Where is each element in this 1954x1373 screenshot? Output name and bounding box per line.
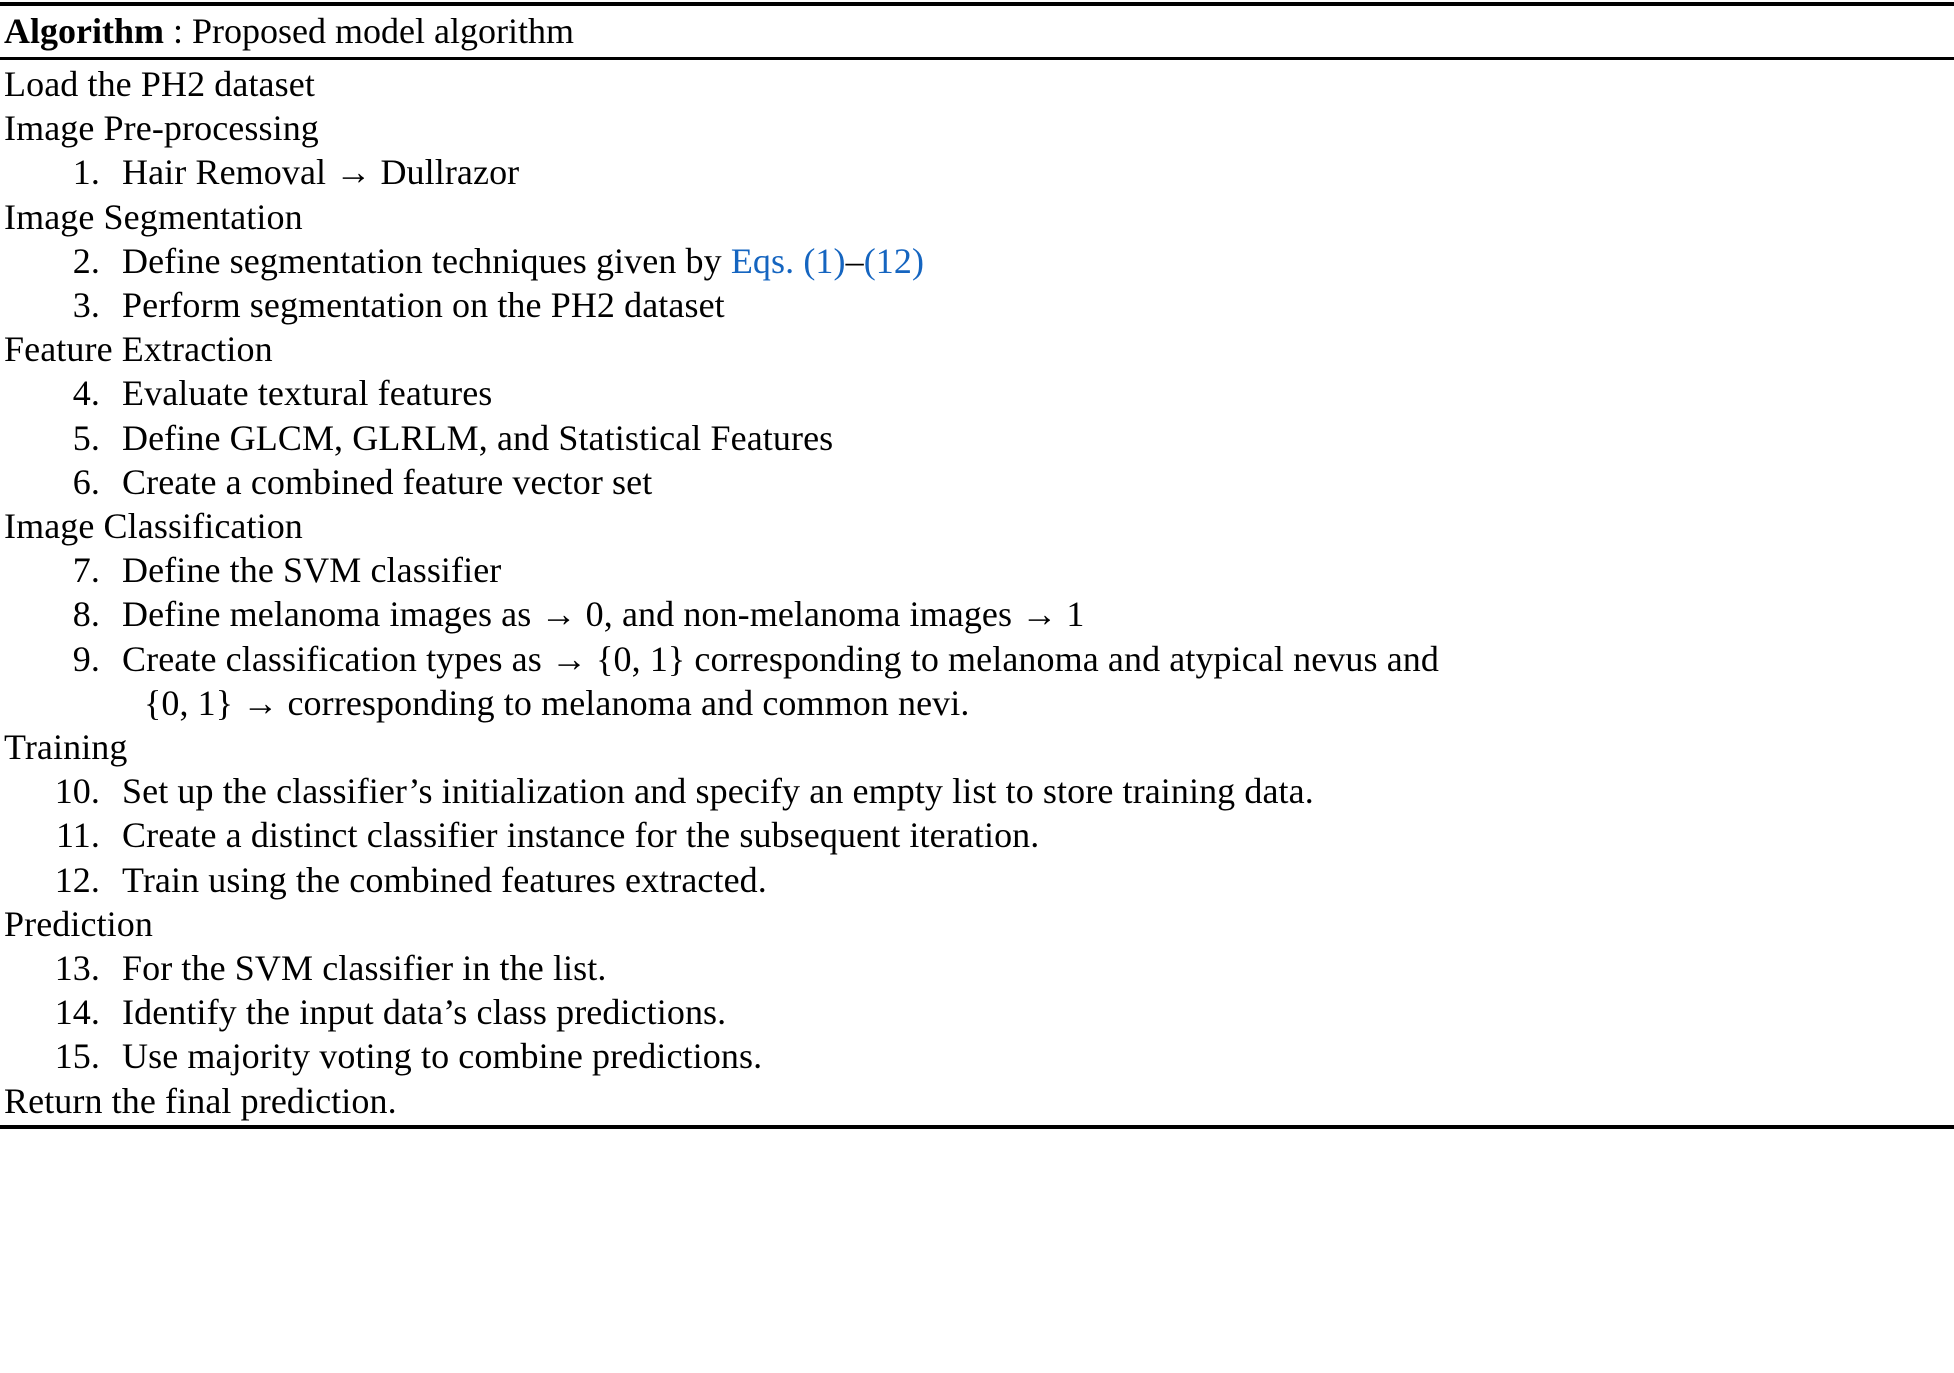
- step-text: Define the SVM classifier: [122, 550, 502, 591]
- step-number: 10.: [54, 771, 100, 812]
- algorithm-step: 4. Evaluate textural features: [4, 371, 1954, 415]
- equation-link[interactable]: Eqs. (1): [730, 240, 846, 281]
- algorithm-section-heading: Image Pre-processing: [4, 108, 319, 149]
- algorithm-step: 3. Perform segmentation on the PH2 datase…: [4, 283, 1954, 327]
- algorithm-step: 11. Create a distinct classifier instance…: [4, 813, 1954, 857]
- step-number: 11.: [56, 815, 100, 856]
- algorithm-step-continuation: {0, 1} → corresponding to melanoma and c…: [144, 682, 970, 723]
- step-number: 12.: [54, 859, 100, 900]
- step-number: 8.: [72, 594, 100, 635]
- step-text: Set up the classifier’s initialization a…: [122, 771, 1314, 812]
- algorithm-label: Algorithm: [4, 11, 164, 51]
- algorithm-section-heading: Return the final prediction.: [4, 1080, 397, 1121]
- step-number: 4.: [72, 373, 100, 414]
- algorithm-step: 8. Define melanoma images as → 0, and non…: [4, 592, 1954, 636]
- algorithm-step: 15. Use majority voting to combine predic…: [4, 1034, 1954, 1078]
- algorithm-step: 2. Define segmentation techniques given b…: [4, 239, 1954, 283]
- step-text: Define segmentation techniques given by …: [122, 239, 924, 283]
- step-text: Define melanoma images as → 0, and non-m…: [122, 594, 1085, 635]
- step-number: 13.: [54, 948, 100, 989]
- step-text: Create a combined feature vector set: [122, 461, 653, 502]
- algorithm-separator: :: [163, 11, 192, 51]
- equation-range-dash: –: [845, 240, 864, 281]
- step-text: Create a distinct classifier instance fo…: [122, 815, 1040, 856]
- step-text: Evaluate textural features: [122, 373, 493, 414]
- equation-link[interactable]: (12): [863, 240, 925, 281]
- step-text: For the SVM classifier in the list.: [122, 948, 607, 989]
- algorithm-section-heading: Training: [4, 727, 128, 768]
- step-number: 15.: [54, 1036, 100, 1077]
- algorithm-section-heading: Prediction: [4, 903, 153, 944]
- algorithm-section-heading: Feature Extraction: [4, 329, 273, 370]
- step-text: Perform segmentation on the PH2 dataset: [122, 285, 725, 326]
- step-text: Identify the input data’s class predicti…: [122, 992, 727, 1033]
- algorithm-step: 13. For the SVM classifier in the list.: [4, 946, 1954, 990]
- step-text: Create classification types as → {0, 1} …: [122, 638, 1439, 679]
- algorithm-step: 1. Hair Removal → Dullrazor: [4, 150, 1954, 194]
- algorithm-section-heading: Load the PH2 dataset: [4, 64, 315, 104]
- step-text: Define GLCM, GLRLM, and Statistical Feat…: [122, 417, 834, 458]
- step-number: 5.: [72, 417, 100, 458]
- step-number: 2.: [72, 240, 100, 281]
- step-text-prefix: Define segmentation techniques given by: [122, 240, 731, 281]
- step-number: 9.: [72, 638, 100, 679]
- algorithm-title: Proposed model algorithm: [192, 11, 574, 51]
- algorithm-step: 6. Create a combined feature vector set: [4, 460, 1954, 504]
- algorithm-step: 9. Create classification types as → {0, 1…: [4, 637, 1954, 681]
- step-number: 14.: [54, 992, 100, 1033]
- step-text: Hair Removal → Dullrazor: [122, 152, 520, 193]
- step-text: Use majority voting to combine predictio…: [122, 1036, 763, 1077]
- step-text: Train using the combined features extrac…: [122, 859, 767, 900]
- algorithm-step: 12. Train using the combined features ext…: [4, 858, 1954, 902]
- algorithm-step: 14. Identify the input data’s class predi…: [4, 990, 1954, 1034]
- algorithm-section-heading: Image Classification: [4, 506, 303, 547]
- step-number: 3.: [72, 285, 100, 326]
- algorithm-step: 10. Set up the classifier’s initializatio…: [4, 769, 1954, 813]
- step-number: 1.: [72, 152, 100, 193]
- step-number: 7.: [72, 550, 100, 591]
- algorithm-step: 7. Define the SVM classifier: [4, 548, 1954, 592]
- algorithm-header: Algorithm : Proposed model algorithm: [0, 6, 1954, 57]
- algorithm-section-heading: Image Segmentation: [4, 196, 303, 237]
- algorithm-step: 5. Define GLCM, GLRLM, and Statistical Fe…: [4, 416, 1954, 460]
- step-number: 6.: [72, 461, 100, 502]
- bottom-rule: [0, 1124, 1954, 1129]
- header-divider-rule: [0, 57, 1954, 60]
- top-rule: [0, 2, 1954, 6]
